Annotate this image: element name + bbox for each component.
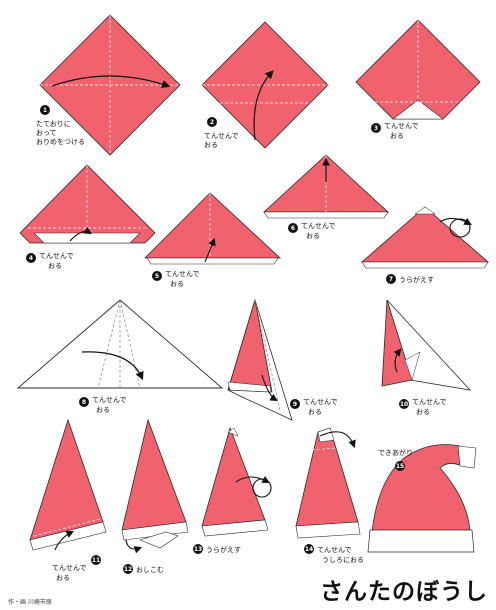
paper-shape [372,445,470,533]
step-number: 10 [400,401,408,408]
step-label: うしろにおる [322,556,364,564]
step-label: うらがえす [399,275,434,284]
paper-shape [30,420,103,540]
step-4: 4 てんせんで おる [20,165,155,270]
step-label: できあがり [378,448,413,457]
white-fold [362,262,488,268]
paper-shape [296,428,358,526]
step-1: 1 たておりに おって おりめをつける [36,15,180,155]
step-7: 7 うらがえす [362,207,488,284]
step-label: てんせんで [165,270,200,278]
step-label: てんせんで [301,222,336,230]
step-number: 12 [124,566,132,573]
step-10: 10 てんせんで おる [382,300,470,416]
step-label: おる [48,262,62,270]
step-label: たておりに [36,120,71,128]
step-label: てんせんで [317,546,352,554]
paper-shape [122,420,186,530]
step-label: てんせんで [303,398,338,406]
white-fold [318,428,334,442]
step-number: 13 [194,546,202,553]
white-fold [264,212,388,218]
step-label: おる [416,408,430,416]
step-label: おる [56,574,70,582]
step-11: 11 てんせんで おる [30,420,106,582]
step-number: 3 [374,125,378,132]
step-label: おる [170,280,184,288]
author-credit: 作・画 川崎市原 [8,597,52,606]
step-number: 7 [389,276,393,283]
step-15: 15 できあがり [368,445,476,553]
turn-over-arrow [440,218,470,224]
step-number: 15 [396,463,404,470]
white-fold [147,258,278,264]
step-14: 14 てんせんで うしろにおる [296,428,364,564]
page-title: さんたのぼうし [320,572,488,606]
step-label: おる [308,408,322,416]
step-label: おって [36,129,57,137]
step-label: おる [390,132,404,140]
step-3: 3 てんせんで おる [356,20,480,140]
step-label: てんせんで [39,252,74,260]
step-13: 13 うらがえす [193,428,271,554]
step-number: 5 [155,273,159,280]
white-fold [368,530,474,552]
fold-arrow [126,540,140,549]
step-2: 2 てんせんで おる [202,22,328,149]
step-6: 6 てんせんで おる [264,155,388,240]
step-number: 8 [82,399,86,406]
white-fold [415,207,435,214]
step-number: 9 [293,401,297,408]
step-label: おる [96,406,110,414]
step-label: おる [204,141,218,149]
step-12: 12 おしこむ [122,420,188,574]
paper-shape [20,165,155,243]
step-number: 4 [29,255,33,262]
paper-shape [145,193,280,258]
step-number: 11 [92,557,100,564]
white-fold [34,233,140,243]
step-label: てんせんで [412,398,447,406]
step-label: てんせんで [92,396,127,404]
step-number: 1 [43,107,47,114]
step-label: てんせんで [384,122,419,130]
step-9: 9 てんせんで おる [228,300,338,420]
step-5: 5 てんせんで おる [145,193,280,288]
step-8: 8 てんせんで おる [18,300,222,414]
step-number: 6 [291,225,295,232]
step-number: 14 [305,546,313,553]
step-label: うらがえす [206,545,241,554]
paper-shape [18,300,222,388]
step-label: おりめをつける [36,138,85,146]
step-label: てんせんで [204,132,239,140]
white-fold [458,446,476,468]
step-label: おる [306,232,320,240]
turn-over-arrow [253,479,271,497]
turn-over-arrow [450,219,470,237]
step-number: 2 [210,119,214,126]
step-label: おしこむ [136,566,164,574]
step-label: てんせんで [52,564,87,572]
